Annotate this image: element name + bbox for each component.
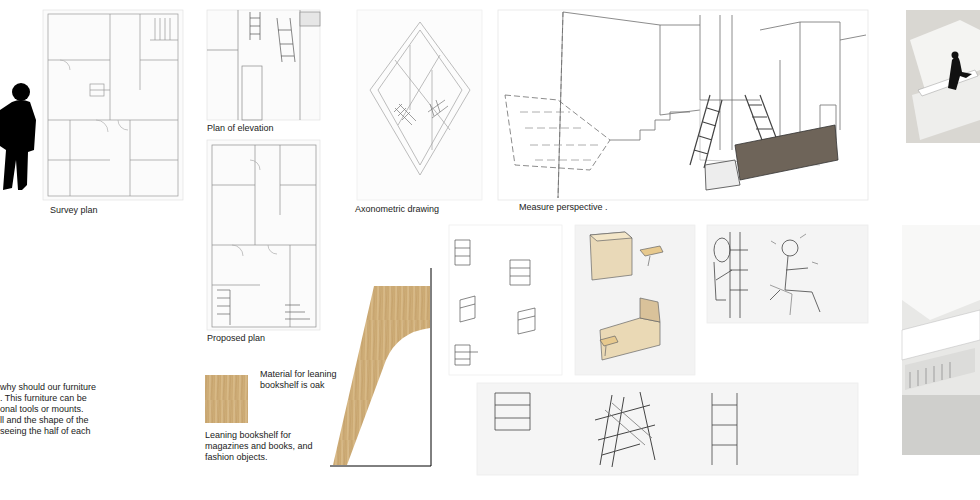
note-text: ll and the shape of the [0,415,89,426]
axonometric-drawing [357,10,482,200]
model-photo [902,225,980,455]
caption-label: Axonometric drawing [355,204,439,215]
proposed-plan-drawing [207,140,320,330]
oak-swatch [205,375,248,423]
note-text: why should our furniture [0,382,96,393]
ladder-sketch [477,383,858,475]
caption-label: Leaning bookshelf for magazines and book… [205,430,325,463]
human-silhouette [0,83,36,190]
note-text: seeing the half of each [0,426,91,437]
ergonomic-sketch [707,225,868,323]
bookshelf-form [333,286,430,465]
caption-label: Plan of elevation [207,123,274,134]
bench-sketch [575,225,695,375]
caption-label: Material for leaning bookshelf is oak [260,369,370,391]
caption-label: Measure perspective . [519,202,608,213]
caption-label: Survey plan [50,205,98,216]
caption-label: Proposed plan [207,333,265,344]
note-text: onal tools or mounts. [0,404,84,415]
perspective-drawing [498,10,868,200]
elevation-drawing [207,10,320,120]
stair-sketch [449,225,562,375]
note-text: . This furniture can be [0,393,87,404]
survey-plan-drawing [43,10,183,200]
frame-line [330,268,431,466]
model-photo [906,10,980,143]
